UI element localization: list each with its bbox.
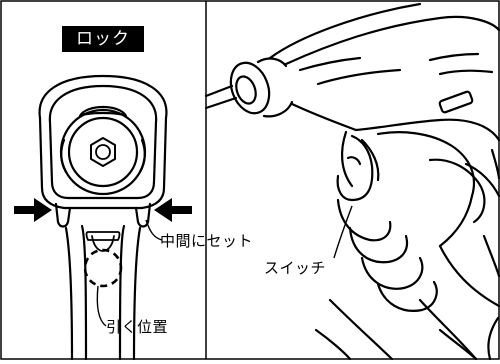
center-leader-line [145,219,163,241]
lock-badge: ロック [62,26,144,52]
pull-position-marker [83,248,123,288]
right-arrow-icon [154,198,192,222]
pull-position-label: 引く位置 [106,318,169,336]
pull-leader-line [96,285,107,327]
switch-label: スイッチ [264,259,327,277]
hand-holding-drill [204,2,500,361]
left-arrow-icon [14,198,52,222]
switch-leader-line [333,205,353,259]
center-set-label: 中間にセット [160,232,254,250]
